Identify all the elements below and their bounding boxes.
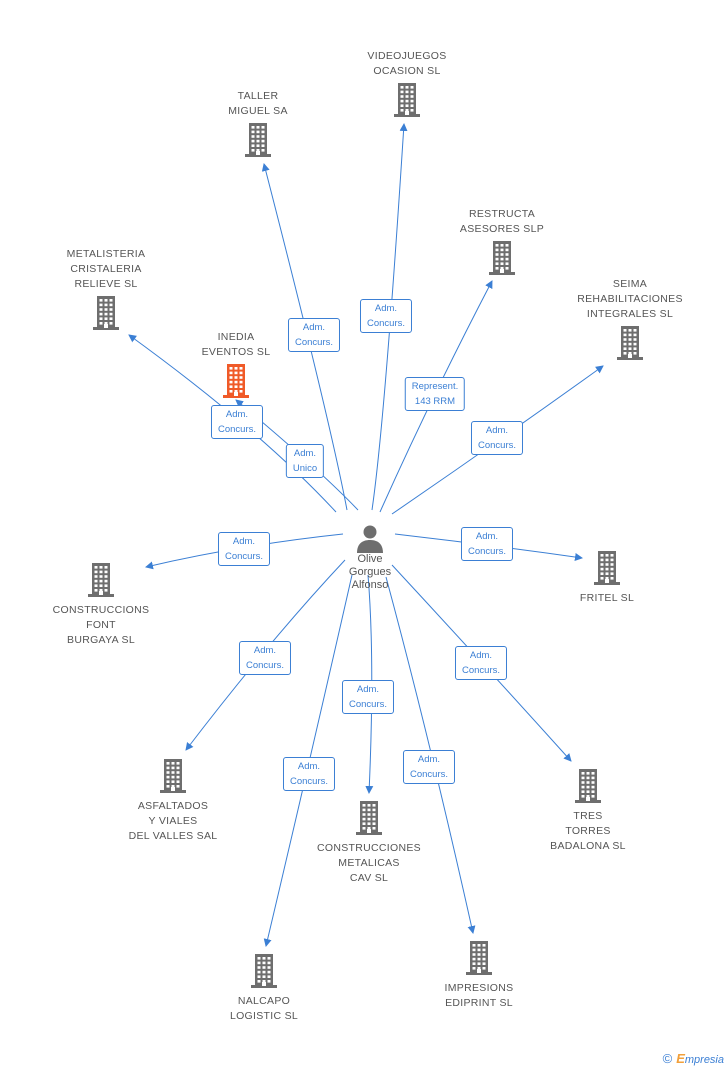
building-icon	[466, 941, 492, 975]
company-name: SEIMA REHABILITACIONES INTEGRALES SL	[577, 278, 683, 320]
company-node-metalisteria[interactable]: METALISTERIA CRISTALERIA RELIEVE SL	[36, 247, 176, 330]
company-name: METALISTERIA CRISTALERIA RELIEVE SL	[66, 248, 146, 290]
company-name: NALCAPO LOGISTIC SL	[229, 995, 299, 1022]
center-person-name: Olive Gorgues Alfonso	[348, 553, 392, 591]
company-node-nalcapo[interactable]: NALCAPO LOGISTIC SL	[194, 954, 334, 1024]
company-name: TRES TORRES BADALONA SL	[550, 810, 626, 852]
company-name: ASFALTADOS Y VIALES DEL VALLES SAL	[128, 800, 218, 842]
center-person-node[interactable]: Olive Gorgues Alfonso	[330, 523, 410, 592]
company-node-impresions[interactable]: IMPRESIONS EDIPRINT SL	[409, 941, 549, 1011]
building-icon	[394, 83, 420, 117]
relation-badge-videojuegos[interactable]: Adm. Concurs.	[359, 299, 413, 333]
company-name: VIDEOJUEGOS OCASION SL	[367, 50, 447, 77]
relation-badge-impresions[interactable]: Adm. Concurs.	[402, 750, 456, 784]
relation-badge-tres-torres[interactable]: Adm. Concurs.	[454, 646, 508, 680]
relation-badge-metalisteria[interactable]: Adm. Concurs.	[210, 405, 264, 439]
brand-name: mpresia	[684, 1054, 724, 1066]
building-icon	[93, 296, 119, 330]
company-node-videojuegos[interactable]: VIDEOJUEGOS OCASION SL	[337, 49, 477, 117]
company-node-asfaltados[interactable]: ASFALTADOS Y VIALES DEL VALLES SAL	[103, 759, 243, 844]
company-node-tres-torres[interactable]: TRES TORRES BADALONA SL	[518, 769, 658, 854]
person-icon	[357, 525, 383, 553]
relation-badge-fritel[interactable]: Adm. Concurs.	[460, 527, 514, 561]
relation-badge-nalcapo[interactable]: Adm. Concurs.	[282, 757, 336, 791]
building-icon	[594, 551, 620, 585]
company-node-construcciones-metalicas[interactable]: CONSTRUCCIONES METALICAS CAV SL	[299, 801, 439, 886]
relation-edge-taller	[261, 163, 348, 511]
relation-badge-asfaltados[interactable]: Adm. Concurs.	[238, 641, 292, 675]
relation-edge-construcciones-metalicas	[365, 574, 374, 794]
building-icon	[251, 954, 277, 988]
company-name: CONSTRUCCIONES METALICAS CAV SL	[317, 842, 421, 884]
building-icon	[245, 123, 271, 157]
relation-badge-seima[interactable]: Adm. Concurs.	[470, 421, 524, 455]
company-node-taller[interactable]: TALLER MIGUEL SA	[188, 89, 328, 157]
company-node-construccions-font[interactable]: CONSTRUCCIONS FONT BURGAYA SL	[31, 563, 171, 648]
relation-badge-construcciones-metalicas[interactable]: Adm. Concurs.	[341, 680, 395, 714]
company-node-fritel[interactable]: FRITEL SL	[537, 551, 677, 606]
company-name: CONSTRUCCIONS FONT BURGAYA SL	[52, 604, 150, 646]
building-icon	[88, 563, 114, 597]
building-icon	[160, 759, 186, 793]
company-name: TALLER MIGUEL SA	[228, 90, 288, 117]
footer-brand: ©Empresia	[663, 1051, 724, 1066]
relation-badge-restructa[interactable]: Represent. 143 RRM	[404, 377, 466, 411]
company-node-seima[interactable]: SEIMA REHABILITACIONES INTEGRALES SL	[560, 277, 700, 360]
company-name: IMPRESIONS EDIPRINT SL	[444, 982, 514, 1009]
brand-initial: E	[676, 1051, 685, 1066]
company-name: RESTRUCTA ASESORES SLP	[459, 208, 545, 235]
copyright-symbol: ©	[662, 1051, 673, 1066]
building-icon	[223, 364, 249, 398]
relation-edge-impresions	[385, 576, 476, 934]
company-name: FRITEL SL	[579, 592, 635, 604]
company-name: INEDIA EVENTOS SL	[201, 331, 271, 358]
relation-badge-inedia[interactable]: Adm. Unico	[285, 444, 325, 478]
building-icon	[356, 801, 382, 835]
company-node-inedia[interactable]: INEDIA EVENTOS SL	[166, 330, 306, 398]
company-node-restructa[interactable]: RESTRUCTA ASESORES SLP	[432, 207, 572, 275]
relation-badge-taller[interactable]: Adm. Concurs.	[287, 318, 341, 352]
building-icon	[575, 769, 601, 803]
building-icon	[489, 241, 515, 275]
relation-badge-construccions-font[interactable]: Adm. Concurs.	[217, 532, 271, 566]
building-icon	[617, 326, 643, 360]
relation-edge-videojuegos	[371, 123, 408, 511]
